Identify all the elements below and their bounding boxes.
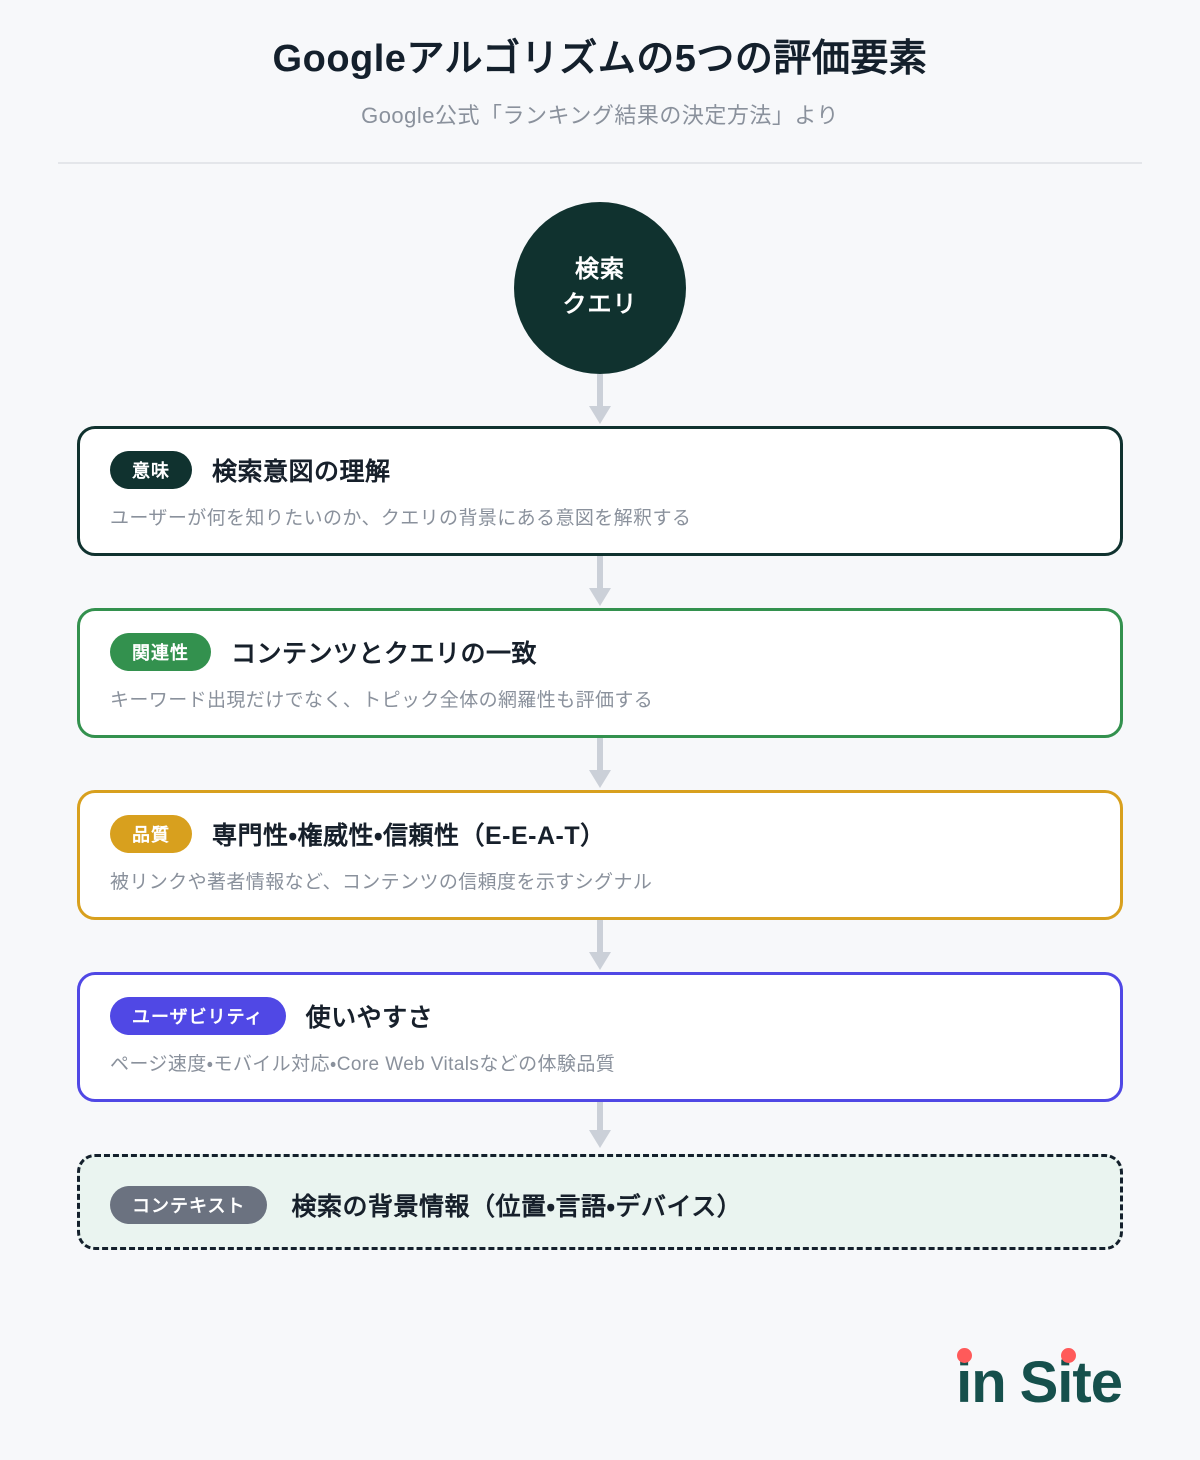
card-description-meaning: ユーザーが何を知りたいのか、クエリの背景にある意図を解釈する <box>110 507 692 529</box>
badge-meaning: 意味 <box>110 450 192 489</box>
page-title: Googleアルゴリズムの5つの評価要素 <box>272 38 928 80</box>
logo-text-in: in <box>956 1350 1007 1415</box>
connector-arrow-2 <box>77 737 1123 790</box>
page-header: Googleアルゴリズムの5つの評価要素 Google公式「ランキング結果の決定… <box>0 0 1200 164</box>
down-arrow-icon <box>589 737 611 788</box>
card-title-quality: 専門性・権威性・信頼性（E-E-A-T） <box>212 821 606 850</box>
logo-dot-icon-1 <box>957 1348 973 1363</box>
insite-logo: in Site <box>956 1348 1123 1412</box>
card-title-meaning: 検索意図の理解 <box>212 457 391 486</box>
evaluation-card-quality[interactable]: 品質 専門性・権威性・信頼性（E-E-A-T） 被リンクや著者情報など、コンテン… <box>77 789 1123 920</box>
search-query-line-1: 検索 <box>575 255 625 283</box>
badge-context: コンテキスト <box>110 1186 268 1224</box>
evaluation-card-usability[interactable]: ユーザビリティ 使いやすさ ページ速度・モバイル対応・Core Web Vita… <box>77 971 1123 1102</box>
connector-arrow-0 <box>0 373 1200 426</box>
evaluation-card-meaning[interactable]: 意味 検索意図の理解 ユーザーが何を知りたいのか、クエリの背景にある意図を解釈す… <box>77 425 1123 556</box>
card-description-relevance: キーワード出現だけでなく、トピック全体の網羅性も評価する <box>110 689 654 711</box>
card-description-usability: ページ速度・モバイル対応・Core Web Vitalsなどの体験品質 <box>110 1053 616 1075</box>
card-title-context: 検索の背景情報（位置・言語・デバイス） <box>291 1193 743 1221</box>
down-arrow-icon <box>589 373 611 424</box>
evaluation-card-relevance[interactable]: 関連性 コンテンツとクエリの一致 キーワード出現だけでなく、トピック全体の網羅性… <box>77 607 1123 738</box>
start-node-wrapper: 検索 クエリ <box>0 201 1200 374</box>
badge-quality: 品質 <box>110 814 192 853</box>
evaluation-card-list: 意味 検索意図の理解 ユーザーが何を知りたいのか、クエリの背景にある意図を解釈す… <box>77 425 1123 1250</box>
connector-arrow-1 <box>77 555 1123 608</box>
card-header-meaning: 意味 検索意図の理解 <box>110 450 1090 489</box>
search-query-line-2: クエリ <box>562 290 638 318</box>
card-title-usability: 使いやすさ <box>305 1003 434 1032</box>
page-subtitle: Google公式「ランキング結果の決定方法」より <box>361 102 839 128</box>
card-title-relevance: コンテンツとクエリの一致 <box>231 639 538 668</box>
down-arrow-icon <box>589 919 611 970</box>
card-header-relevance: 関連性 コンテンツとクエリの一致 <box>110 632 1090 671</box>
connector-arrow-3 <box>77 919 1123 972</box>
badge-usability: ユーザビリティ <box>110 996 286 1035</box>
logo-part-site: Site <box>1020 1348 1123 1412</box>
flow-diagram: 検索 クエリ 意味 検索意図の理解 ユーザーが何を知りたいのか、クエリの背景にあ… <box>0 201 1200 1250</box>
card-header-usability: ユーザビリティ 使いやすさ <box>110 996 1090 1035</box>
card-header-quality: 品質 専門性・権威性・信頼性（E-E-A-T） <box>110 814 1090 853</box>
down-arrow-icon <box>589 555 611 606</box>
search-query-node: 検索 クエリ <box>514 201 686 374</box>
logo-dot-icon-2 <box>1060 1348 1076 1363</box>
logo-text-site: Site <box>1019 1350 1123 1415</box>
card-description-quality: 被リンクや著者情報など、コンテンツの信頼度を示すシグナル <box>110 871 653 893</box>
header-divider <box>58 161 1142 164</box>
badge-relevance: 関連性 <box>110 632 211 671</box>
card-header-context: コンテキスト 検索の背景情報（位置・言語・デバイス） <box>110 1186 742 1224</box>
evaluation-card-context[interactable]: コンテキスト 検索の背景情報（位置・言語・デバイス） <box>77 1153 1123 1250</box>
down-arrow-icon <box>589 1101 611 1148</box>
connector-arrow-4 <box>77 1101 1123 1154</box>
logo-part-in: in <box>956 1348 1007 1412</box>
